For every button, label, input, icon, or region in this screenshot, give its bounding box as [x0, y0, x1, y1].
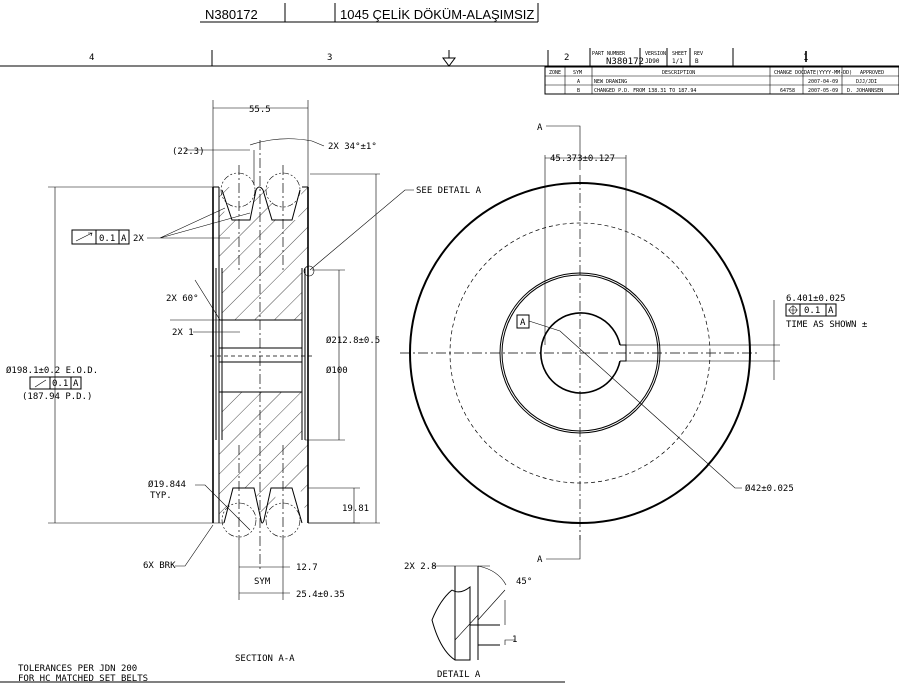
revision-row: A NEW DRAWING 2007-04-09 DJJ/JDI — [577, 79, 877, 85]
dim-depth: 19.81 — [342, 504, 369, 514]
header-part-number: N380172 — [205, 7, 258, 22]
zone-3: 3 — [327, 53, 332, 63]
dim-od: Ø212.8±0.5 — [326, 335, 380, 346]
rev: B — [695, 58, 699, 65]
front-view: A A 45.373±0.127 6.401±0.025 0.1 A TIME … — [400, 123, 868, 565]
sheet-label: SHEET — [672, 51, 687, 57]
cut-label-bottom: A — [537, 555, 543, 565]
runout-count: 2X — [133, 234, 144, 244]
detail-view: 2X 2.8 45° 1 DETAIL A — [404, 562, 532, 680]
rev-label: REV — [694, 51, 703, 57]
section-title: SECTION A-A — [235, 654, 295, 664]
time-note: TIME AS SHOWN ± — [786, 320, 868, 330]
break-note: 6X BRK — [143, 561, 176, 571]
dim-key-depth: 6.401±0.025 — [786, 294, 846, 304]
rev-date: 2007-04-09 — [808, 79, 838, 85]
cut-label-top: A — [537, 123, 543, 133]
rev-approved: D. JOHANNSEN — [847, 88, 883, 94]
dim-key-width: 45.373±0.127 — [550, 154, 615, 164]
zone-4: 4 — [89, 53, 94, 63]
dim-detail-depth: 1 — [512, 635, 517, 645]
rev-header-date: DATE(YYYY-MM-DD) — [804, 70, 852, 76]
part-number-label: PART NUMBER — [592, 51, 626, 57]
zone-2: 2 — [564, 53, 569, 63]
dim-detail-chamfer: 2X 2.8 — [404, 562, 437, 572]
dim-bore: Ø100 — [326, 365, 348, 376]
header-material: 1045 ÇELİK DÖKÜM-ALAŞIMSIZ — [340, 7, 534, 22]
revision-table: ZONE SYM DESCRIPTION CHANGE DOC DATE(YYY… — [544, 66, 899, 95]
see-detail-note: SEE DETAIL A — [416, 186, 482, 196]
revision-row: B CHANGED P.D. FROM 138.31 TO 187.94 647… — [577, 88, 883, 94]
dim-pitch: 25.4±0.35 — [296, 590, 345, 600]
dim-angle: 2X 34°±1° — [328, 142, 377, 152]
eod-runout-tolerance: 0.1 — [52, 379, 68, 389]
runout-datum: A — [121, 234, 127, 244]
dim-half-pitch: 12.7 — [296, 563, 318, 573]
runout-tolerance: 0.1 — [99, 234, 115, 244]
header-block: N380172 1045 ÇELİK DÖKÜM-ALAŞIMSIZ — [200, 3, 539, 23]
version-label: VERSION — [645, 51, 666, 57]
eod-runout-frame: 0.1 A — [29, 376, 82, 390]
rev-sym: A — [577, 79, 580, 85]
note-belts: FOR HC MATCHED SET BELTS — [18, 674, 148, 683]
datum-label: A — [520, 318, 526, 328]
sheet: 1/1 — [672, 58, 683, 65]
dim-pitch-diameter: (187.94 P.D.) — [22, 392, 92, 402]
dim-detail-angle: 45° — [516, 577, 532, 587]
notes: TOLERANCES PER JDN 200 FOR HC MATCHED SE… — [0, 664, 565, 683]
rev-header-change-doc: CHANGE DOC — [774, 70, 804, 76]
rev-description: NEW DRAWING — [594, 79, 627, 85]
dim-width: 55.5 — [249, 105, 271, 115]
dim-chamfer-angle: 2X 60° — [166, 294, 199, 304]
position-tolerance: 0.1 — [804, 306, 820, 316]
rev-description: CHANGED P.D. FROM 138.31 TO 187.94 — [594, 88, 696, 94]
dim-eod: Ø198.1±0.2 E.O.D. — [6, 365, 98, 376]
position-datum: A — [828, 306, 834, 316]
rev-header-sym: SYM — [573, 70, 582, 76]
part-number: N380172 — [606, 57, 644, 67]
dim-ref-width: (22.3) — [172, 147, 205, 157]
rev-header-zone: ZONE — [549, 70, 561, 76]
projection-symbol-icon — [442, 50, 456, 67]
rev-header-description: DESCRIPTION — [662, 70, 695, 76]
dim-ball-diameter: Ø19.844 — [148, 479, 186, 490]
datum-a-box — [516, 314, 530, 329]
section-view: 55.5 (22.3) 2X 34°±1° Ø212.8±0.5 Ø100 SE… — [6, 100, 482, 664]
zone-ruler: 4 3 2 1 — [0, 50, 899, 67]
title-block: PART NUMBER N380172 VERSION JD90 SHEET 1… — [589, 48, 807, 67]
version: JD90 — [645, 58, 660, 65]
dim-chamfer-length: 2X 1 — [172, 328, 194, 338]
rev-date: 2007-05-09 — [808, 88, 838, 94]
rev-header-approved: APPROVED — [860, 70, 884, 76]
dim-ball-typ: TYP. — [150, 491, 172, 501]
runout-icon — [34, 379, 47, 388]
rev-approved: DJJ/JDI — [856, 79, 877, 85]
rev-sym: B — [577, 88, 580, 94]
total-runout-icon — [75, 232, 93, 242]
position-frame: 0.1 A — [785, 303, 837, 317]
rev-change-doc: 64758 — [780, 88, 795, 94]
dim-bore-diameter: Ø42±0.025 — [745, 483, 794, 494]
sym-note: SYM — [254, 577, 271, 587]
runout-frame: 0.1 A 2X — [71, 207, 251, 245]
detail-title: DETAIL A — [437, 670, 481, 680]
note-tolerances: TOLERANCES PER JDN 200 — [18, 664, 137, 674]
eod-runout-datum: A — [73, 379, 79, 389]
